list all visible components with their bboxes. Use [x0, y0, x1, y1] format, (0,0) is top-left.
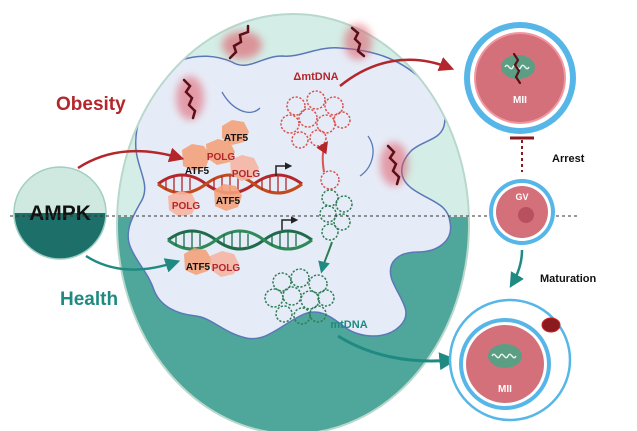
promoter-arrow-icon: [281, 216, 299, 230]
mtdna-cluster: [264, 268, 335, 325]
arrest-label: Arrest: [552, 153, 585, 165]
mii-bottom-label: MII: [498, 384, 512, 395]
atf5-label: ATF5: [224, 133, 249, 144]
delta-mtdna-cluster: [280, 90, 351, 149]
polg-protein: [210, 251, 239, 277]
atf5-protein: [222, 120, 249, 145]
atf5-protein: [184, 248, 212, 275]
atf5-label: ATF5: [216, 196, 241, 207]
polg-protein: [206, 139, 235, 165]
atf5-label: ATF5: [185, 166, 210, 177]
atf5-protein: [182, 144, 210, 171]
membrane-fold: [359, 135, 374, 177]
damaged-mitochondria: [176, 24, 408, 186]
membrane-fold: [221, 91, 261, 113]
dna-helix-icon: [167, 229, 313, 251]
delta-mtdna-arrow: [316, 141, 328, 173]
atf5-label: ATF5: [186, 262, 211, 273]
damaged-mito-1: [222, 24, 262, 60]
health-label: Health: [60, 289, 118, 310]
polg-protein: [230, 155, 259, 181]
delta-mtdna-label: ΔmtDNA: [293, 71, 338, 83]
mtdna-center-column: [319, 189, 353, 241]
cell-membrane: [116, 13, 470, 431]
promoter-arrow-icon: [275, 162, 293, 176]
polg-label: POLG: [212, 263, 241, 274]
damaged-mito-3: [176, 76, 204, 120]
maturation-label: Maturation: [540, 273, 597, 285]
atf5-protein: [214, 184, 242, 211]
polg-label: POLG: [207, 152, 236, 163]
polar-body: [541, 317, 561, 333]
to-mii-bottom-arrow: [337, 334, 458, 371]
oocyte-mii-bottom: MII: [448, 298, 572, 422]
polg-label: POLG: [232, 169, 261, 180]
mtdna-down-arrow: [318, 241, 333, 274]
polg-label: POLG: [172, 201, 201, 212]
mtdna-label: mtDNA: [330, 319, 367, 331]
oocyte-mii-top: MII: [464, 22, 576, 134]
obesity-label: Obesity: [56, 94, 126, 115]
damaged-mito-4: [380, 142, 408, 186]
germinal-vesicle: [518, 207, 534, 223]
delta-mtdna-single: [320, 170, 340, 190]
mitochondrion-icon: [501, 52, 535, 85]
maturation-arrow: [509, 249, 524, 288]
ampk-label: AMPK: [29, 202, 91, 225]
oocyte-gv: GV: [489, 179, 555, 245]
health-arrow: [85, 254, 181, 273]
mii-top-label: MII: [513, 95, 527, 106]
to-mii-top-arrow: [339, 57, 455, 87]
damaged-mito-2: [344, 24, 372, 60]
mitochondrion-icon: [488, 344, 522, 368]
protein-complex-lower: ATF5 POLG: [184, 248, 240, 277]
polg-protein: [168, 191, 197, 217]
protein-complex-upper: ATF5 POLG ATF5 POLG POLG ATF5: [168, 120, 260, 217]
obesity-arrow: [77, 147, 185, 170]
gv-label: GV: [515, 192, 528, 202]
